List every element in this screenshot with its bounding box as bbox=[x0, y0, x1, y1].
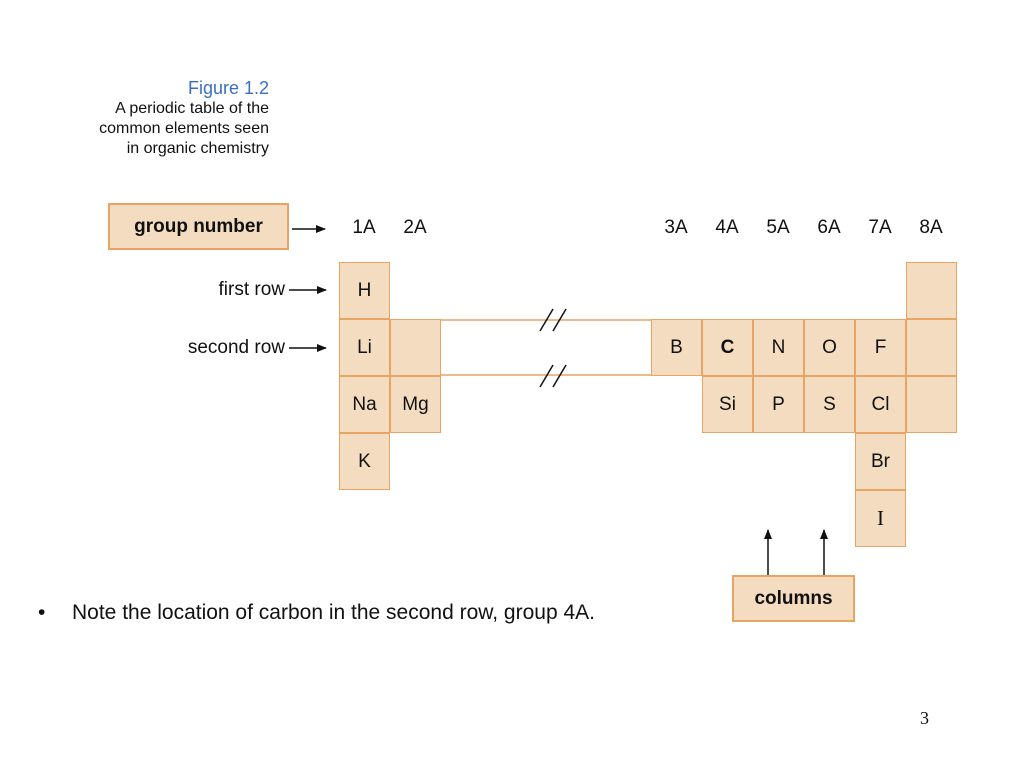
bullet-note: • Note the location of carbon in the seco… bbox=[38, 601, 595, 625]
second-row-label: second row bbox=[187, 337, 285, 358]
group-label-8a: 8A bbox=[919, 217, 943, 238]
element-cell-empty-8a-row2 bbox=[906, 319, 957, 376]
element-cell-n: N bbox=[753, 319, 804, 376]
columns-box: columns bbox=[732, 575, 855, 622]
element-cell-li: Li bbox=[339, 319, 390, 376]
break-mark-bottom bbox=[539, 364, 567, 388]
figure-label: Figure 1.2 bbox=[187, 78, 269, 98]
first-row-label: first row bbox=[218, 279, 286, 300]
element-cell-o: O bbox=[804, 319, 855, 376]
caption-line-2: common elements seen bbox=[99, 120, 269, 137]
note-text: Note the location of carbon in the secon… bbox=[72, 601, 596, 624]
figure-caption: Figure 1.2 A periodic table of the commo… bbox=[30, 77, 269, 159]
element-cell-h: H bbox=[339, 262, 390, 319]
page-number: 3 bbox=[920, 708, 929, 728]
group-number-box: group number bbox=[108, 203, 289, 250]
element-cell-empty-8a-row1 bbox=[906, 262, 957, 319]
element-cell-p: P bbox=[753, 376, 804, 433]
element-cell-s: S bbox=[804, 376, 855, 433]
element-cell-f: F bbox=[855, 319, 906, 376]
element-cell-si: Si bbox=[702, 376, 753, 433]
group-label-6a: 6A bbox=[817, 217, 841, 238]
caption-line-1: A periodic table of the bbox=[115, 100, 269, 117]
element-cell-br: Br bbox=[855, 433, 906, 490]
element-cell-i: I bbox=[855, 490, 906, 547]
element-cell-c: C bbox=[702, 319, 753, 376]
group-label-7a: 7A bbox=[868, 217, 892, 238]
group-label-2a: 2A bbox=[403, 217, 427, 238]
element-cell-empty-2a bbox=[390, 319, 441, 376]
element-cell-k: K bbox=[339, 433, 390, 490]
element-cell-mg: Mg bbox=[390, 376, 441, 433]
group-label-1a: 1A bbox=[352, 217, 376, 238]
element-cell-b: B bbox=[651, 319, 702, 376]
element-cell-cl: Cl bbox=[855, 376, 906, 433]
group-label-4a: 4A bbox=[715, 217, 739, 238]
caption-line-3: in organic chemistry bbox=[126, 140, 269, 157]
bullet-point: • bbox=[38, 601, 46, 624]
break-mark-top bbox=[539, 308, 567, 332]
element-cell-na: Na bbox=[339, 376, 390, 433]
element-cell-empty-8a-row3 bbox=[906, 376, 957, 433]
group-label-5a: 5A bbox=[766, 217, 790, 238]
group-label-3a: 3A bbox=[664, 217, 688, 238]
